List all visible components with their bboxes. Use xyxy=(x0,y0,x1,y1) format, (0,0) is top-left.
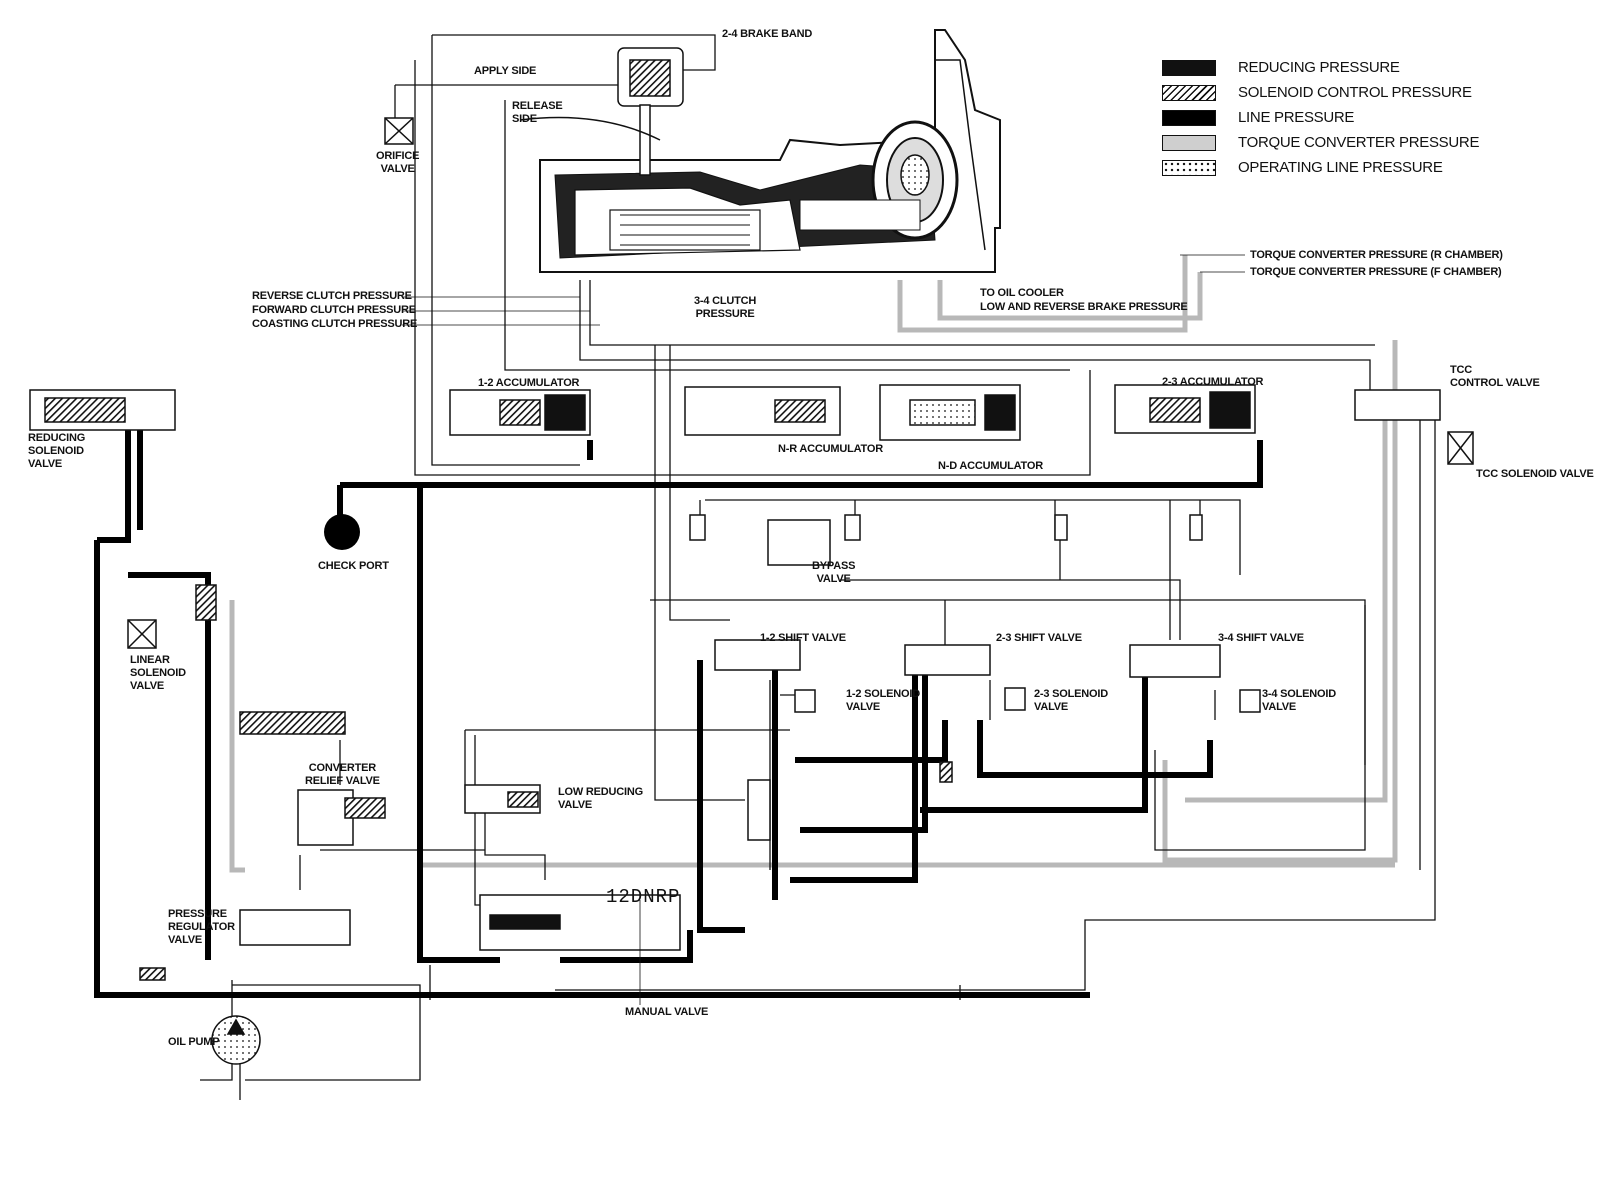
label-manual-valve: MANUAL VALVE xyxy=(625,1006,709,1018)
legend-label-reducing: REDUCING PRESSURE xyxy=(1238,59,1400,76)
label-coasting-clutch: COASTING CLUTCH PRESSURE xyxy=(252,318,418,330)
label-nd-accumulator: N-D ACCUMULATOR xyxy=(938,460,1043,472)
manual-valve-positions: 12DNRP xyxy=(606,886,681,908)
line-pressure-passages xyxy=(94,420,1263,998)
label-converter-relief-valve: CONVERTER RELIEF VALVE xyxy=(305,762,380,787)
transmission-housing xyxy=(539,29,1001,273)
label-low-reducing-valve: LOW REDUCING VALVE xyxy=(558,786,643,811)
label-tcc-control-valve: TCC CONTROL VALVE xyxy=(1450,364,1540,389)
torque-converter-passages xyxy=(229,255,1398,873)
label-reducing-solenoid-valve: REDUCING SOLENOID VALVE xyxy=(28,432,86,470)
valve-bodies xyxy=(29,384,1474,981)
legend-swatch-operating xyxy=(1162,160,1216,176)
legend-label-solenoid: SOLENOID CONTROL PRESSURE xyxy=(1238,84,1472,101)
label-reverse-clutch: REVERSE CLUTCH PRESSURE xyxy=(252,290,412,302)
label-shift-valve-23: 2-3 SHIFT VALVE xyxy=(996,632,1082,644)
label-shift-valve-34: 3-4 SHIFT VALVE xyxy=(1218,632,1304,644)
brake-band-servo xyxy=(519,47,684,176)
label-linear-solenoid-valve: LINEAR SOLENOID VALVE xyxy=(130,654,186,692)
label-tc-f-chamber: TORQUE CONVERTER PRESSURE (F CHAMBER) xyxy=(1250,266,1502,278)
label-to-oil-cooler: TO OIL COOLER xyxy=(980,287,1064,299)
legend-swatch-reducing xyxy=(1162,60,1216,76)
legend-swatch-solenoid xyxy=(1162,85,1216,101)
label-pressure-regulator-valve: PRESSURE REGULATOR VALVE xyxy=(168,908,235,946)
label-accumulator-12: 1-2 ACCUMULATOR xyxy=(478,377,580,389)
label-apply-side: APPLY SIDE xyxy=(474,65,537,77)
label-oil-pump: OIL PUMP xyxy=(168,1036,220,1048)
label-accumulator-23: 2-3 ACCUMULATOR xyxy=(1162,376,1264,388)
label-tc-r-chamber: TORQUE CONVERTER PRESSURE (R CHAMBER) xyxy=(1250,249,1503,261)
label-orifice-valve: ORIFICE VALVE xyxy=(376,150,420,175)
orifice-valve-symbol xyxy=(384,117,414,145)
label-tcc-solenoid-valve: TCC SOLENOID VALVE xyxy=(1476,468,1594,480)
label-nr-accumulator: N-R ACCUMULATOR xyxy=(778,443,883,455)
legend-swatch-torque xyxy=(1162,135,1216,151)
label-check-port: CHECK PORT xyxy=(318,560,389,572)
legend-label-line: LINE PRESSURE xyxy=(1238,109,1355,126)
label-release-side: RELEASE SIDE xyxy=(512,100,563,125)
legend-label-torque: TORQUE CONVERTER PRESSURE xyxy=(1238,134,1480,151)
check-port xyxy=(324,514,360,550)
label-clutch-34: 3-4 CLUTCH PRESSURE xyxy=(694,295,757,320)
label-solenoid-34: 3-4 SOLENOID VALVE xyxy=(1262,688,1337,713)
label-low-reverse-brake: LOW AND REVERSE BRAKE PRESSURE xyxy=(980,301,1188,313)
label-brake-band: 2-4 BRAKE BAND xyxy=(722,28,813,40)
legend-swatch-line xyxy=(1162,110,1216,126)
leader-lines xyxy=(402,254,1245,1005)
label-bypass-valve: BYPASS VALVE xyxy=(812,560,856,585)
label-solenoid-23: 2-3 SOLENOID VALVE xyxy=(1034,688,1109,713)
legend-label-operating: OPERATING LINE PRESSURE xyxy=(1238,159,1443,176)
oil-pump xyxy=(211,1015,261,1065)
label-forward-clutch: FORWARD CLUTCH PRESSURE xyxy=(252,304,416,316)
fluid-passages xyxy=(200,34,1436,1100)
label-shift-valve-12: 1-2 SHIFT VALVE xyxy=(760,632,846,644)
label-solenoid-12: 1-2 SOLENOID VALVE xyxy=(846,688,921,713)
